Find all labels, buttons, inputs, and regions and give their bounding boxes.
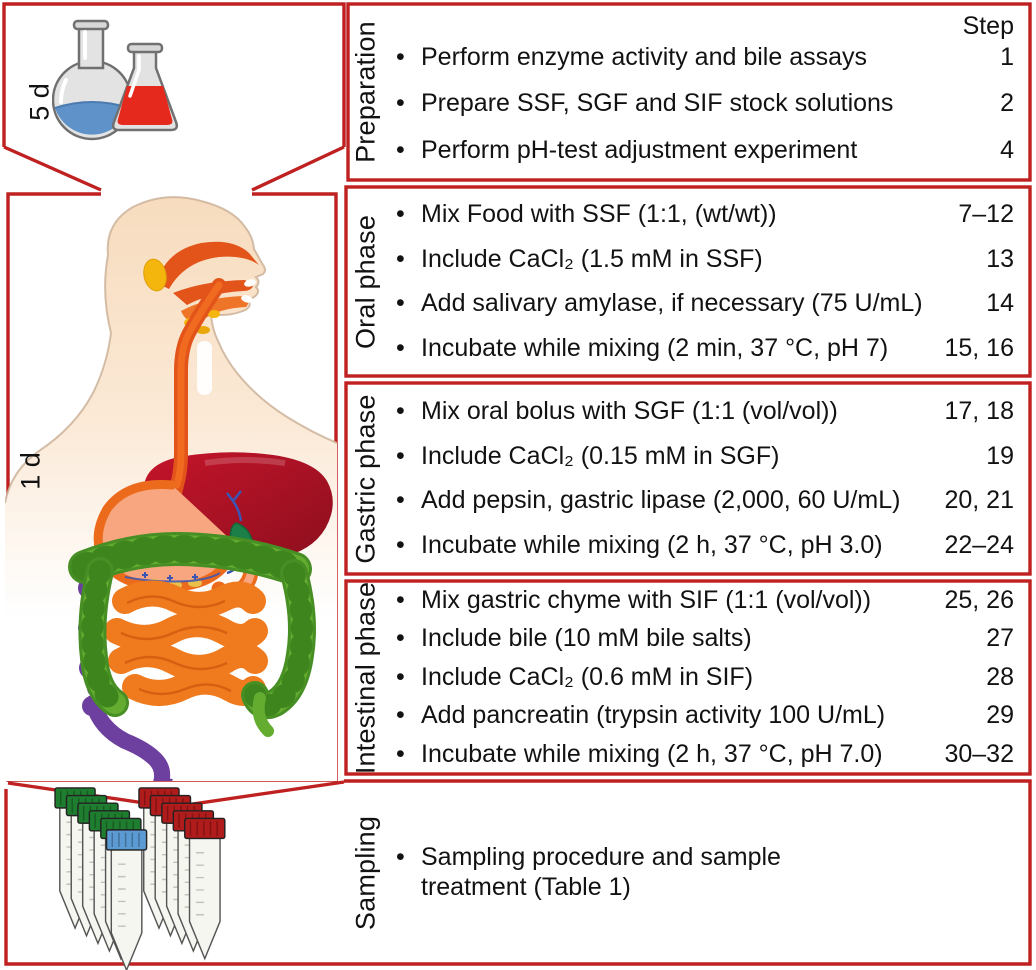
bullet-icon: •: [396, 135, 405, 164]
procedure-row: • Include CaCl₂ (1.5 mM in SSF) 13: [396, 245, 1014, 275]
step-number: 28: [986, 662, 1014, 691]
procedure-text: Include CaCl₂ (0.15 mM in SGF): [421, 441, 780, 470]
procedure-text: Incubate while mixing (2 min, 37 °C, pH …: [421, 333, 889, 362]
oral-box-border: [344, 185, 1032, 378]
procedure-text: Include CaCl₂ (0.6 mM in SIF): [421, 662, 754, 691]
procedure-text: Perform enzyme activity and bile assays: [421, 42, 868, 71]
procedure-row: • Incubate while mixing (2 min, 37 °C, pH…: [396, 334, 1014, 364]
procedure-row: • Add pancreatin (trypsin activity 100 U/…: [396, 701, 1014, 731]
procedure-list: • Perform enzyme activity and bile assays…: [396, 4, 1014, 180]
bullet-icon: •: [396, 739, 405, 768]
step-number: 17, 18: [944, 397, 1014, 425]
flasks-icon: [52, 19, 179, 141]
procedure-text: Add pancreatin (trypsin activity 100 U/m…: [421, 701, 886, 730]
procedure-row: • Add pepsin, gastric lipase (2,000, 60 U…: [396, 486, 1014, 516]
bullet-icon: •: [396, 289, 405, 317]
procedure-list: • Mix oral bolus with SGF (1:1 (vol/vol))…: [396, 383, 1014, 574]
procedure-text: Sampling procedure and sample treatment …: [421, 843, 781, 901]
procedure-text: Mix gastric chyme with SIF (1:1 (vol/vol…: [421, 585, 872, 614]
bullet-icon: •: [396, 486, 405, 514]
gastric-box-border: [344, 381, 1032, 576]
procedure-row: • Mix gastric chyme with SIF (1:1 (vol/vo…: [396, 586, 1014, 616]
bullet-icon: •: [396, 244, 405, 273]
procedure-text: Mix oral bolus with SGF (1:1 (vol/vol)): [421, 397, 838, 425]
procedure-text: Incubate while mixing (2 h, 37 °C, pH 3.…: [421, 530, 883, 559]
procedure-row: • Perform enzyme activity and bile assays…: [396, 43, 1014, 73]
step-column-header: Step: [962, 12, 1014, 40]
procedure-list: • Sampling procedure and sample treatment…: [396, 781, 1014, 964]
procedure-row: • Prepare SSF, SGF and SIF stock solution…: [396, 89, 1014, 119]
phase-box-oral: Oral phase • Mix Food with SSF (1:1, (wt/…: [346, 187, 1030, 376]
procedure-text: Include bile (10 mM bile salts): [421, 624, 752, 653]
procedure-row: • Mix oral bolus with SGF (1:1 (vol/vol))…: [396, 397, 1014, 427]
procedure-row: • Add salivary amylase, if necessary (75 …: [396, 289, 1014, 319]
human-digestive-tract-illustration: [5, 196, 337, 781]
bullet-icon: •: [396, 843, 405, 871]
procedure-row: • Incubate while mixing (2 h, 37 °C, pH 7…: [396, 740, 1014, 770]
step-number: 19: [986, 441, 1014, 470]
bullet-icon: •: [396, 397, 405, 425]
bullet-icon: •: [396, 701, 405, 730]
bullet-icon: •: [396, 585, 405, 614]
procedure-row: • Perform pH-test adjustment experiment 4: [396, 136, 1014, 166]
procedure-text: Mix Food with SSF (1:1, (wt/wt)): [421, 200, 777, 228]
phase-label: Preparation: [350, 21, 381, 163]
procedure-row: • Incubate while mixing (2 h, 37 °C, pH 3…: [396, 531, 1014, 561]
procedure-row: • Include bile (10 mM bile salts) 27: [396, 624, 1014, 654]
procedure-list: • Mix Food with SSF (1:1, (wt/wt)) 7–12 • In…: [396, 187, 1014, 376]
duration-label-5d: 5 d: [24, 83, 55, 121]
bullet-icon: •: [396, 42, 405, 71]
bullet-icon: •: [396, 333, 405, 362]
step-number: 22–24: [944, 530, 1014, 559]
step-number: 14: [986, 289, 1014, 317]
phase-label: Oral phase: [350, 214, 381, 349]
bullet-icon: •: [396, 441, 405, 470]
procedure-text: Incubate while mixing (2 h, 37 °C, pH 7.…: [421, 739, 883, 768]
bullet-icon: •: [396, 662, 405, 691]
step-number: 29: [986, 701, 1014, 730]
phase-box-gastric: Gastric phase • Mix oral bolus with SGF (…: [346, 383, 1030, 574]
preparation-box-border: [346, 2, 1032, 182]
phase-label: Gastric phase: [350, 393, 381, 564]
step-number: 7–12: [958, 200, 1014, 228]
step-number: 30–32: [944, 739, 1014, 768]
step-number: 27: [986, 624, 1014, 653]
intestinal-box-border: [344, 579, 1032, 776]
flask-box-border: [2, 2, 346, 147]
bullet-icon: •: [396, 530, 405, 559]
phase-box-sampling: Sampling • Sampling procedure and sample …: [346, 781, 1030, 964]
procedure-row: • Sampling procedure and sample treatment…: [396, 843, 1014, 902]
procedure-list: • Mix gastric chyme with SIF (1:1 (vol/vo…: [396, 581, 1014, 774]
procedure-text: Prepare SSF, SGF and SIF stock solutions: [421, 89, 894, 118]
procedure-text: Include CaCl₂ (1.5 mM in SSF): [421, 244, 763, 273]
step-number: 20, 21: [944, 486, 1014, 514]
procedure-text: Perform pH-test adjustment experiment: [421, 135, 858, 164]
procedure-row: • Mix Food with SSF (1:1, (wt/wt)) 7–12: [396, 200, 1014, 230]
procedure-row: • Include CaCl₂ (0.6 mM in SIF) 28: [396, 663, 1014, 693]
sample-tubes-icon: [54, 787, 226, 970]
bullet-icon: •: [396, 89, 405, 118]
phase-label: Intestinal phase: [350, 581, 381, 774]
procedure-row: • Include CaCl₂ (0.15 mM in SGF) 19: [396, 442, 1014, 472]
duration-label-1d: 1 d: [15, 452, 46, 490]
step-number: 25, 26: [944, 585, 1014, 614]
phase-box-intestinal: Intestinal phase • Mix gastric chyme with…: [346, 581, 1030, 774]
phase-label: Sampling: [350, 815, 381, 930]
procedure-text: Add pepsin, gastric lipase (2,000, 60 U/…: [421, 486, 901, 514]
bullet-icon: •: [396, 200, 405, 228]
procedure-text: Add salivary amylase, if necessary (75 U…: [421, 289, 923, 317]
step-number: 4: [1000, 135, 1014, 164]
step-number: 2: [1000, 89, 1014, 118]
step-number: 1: [1000, 42, 1014, 71]
bullet-icon: •: [396, 624, 405, 653]
phase-box-preparation: Preparation Step • Perform enzyme activit…: [346, 4, 1030, 180]
step-number: 15, 16: [944, 333, 1014, 362]
funnel-top: [3, 145, 345, 192]
sampling-box-border: [4, 779, 1032, 966]
step-number: 13: [986, 244, 1014, 273]
